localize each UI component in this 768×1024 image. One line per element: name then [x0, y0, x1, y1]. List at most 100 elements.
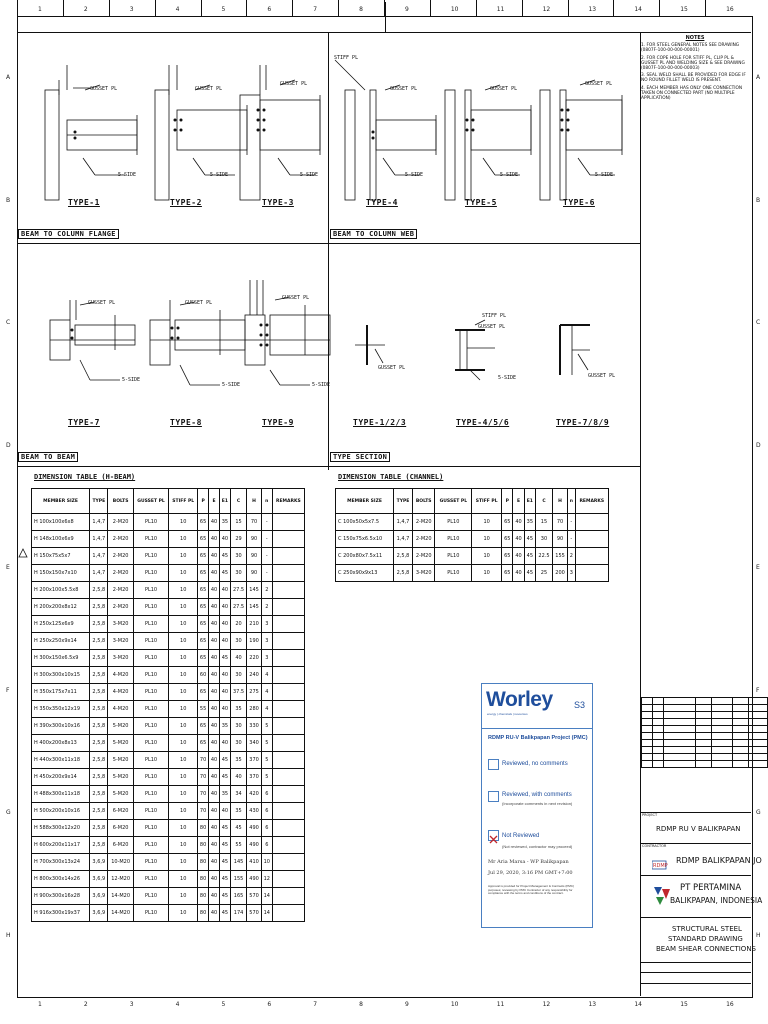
column-header: E1 [218, 488, 231, 514]
table-cell: 10 [168, 666, 199, 684]
table-cell: 65 [197, 530, 210, 548]
project-name: RDMP RU V BALIKPAPAN [656, 825, 741, 833]
table-cell [271, 853, 306, 871]
table-cell [271, 615, 306, 633]
callout-gusset: GUSSET PL [88, 300, 116, 306]
table-cell [271, 649, 306, 667]
table-cell: 1,4,7 [393, 530, 413, 548]
checkbox-not-reviewed[interactable] [488, 830, 499, 844]
table-cell: 490 [246, 819, 262, 837]
table-cell: H 450x200x9x14 [30, 768, 91, 786]
table-cell: 275 [246, 683, 262, 701]
table-cell: 45 [218, 751, 231, 769]
table-cell: H 250x250x9x14 [30, 632, 91, 650]
table-cell: 3,6,9 [89, 870, 109, 888]
table-cell: 2,5,8 [89, 785, 109, 803]
channel-table-title: DIMENSION TABLE (CHANNEL) [338, 473, 444, 481]
row-letter: E [6, 564, 10, 572]
table-cell: PL10 [132, 853, 170, 871]
table-cell: PL10 [132, 785, 170, 803]
table-cell: 370 [246, 768, 262, 786]
grid-tick [62, 0, 64, 16]
table-cell: 90 [246, 530, 262, 548]
column-header: MEMBER SIZE [30, 488, 91, 514]
column-number: 10 [450, 6, 459, 13]
grid-tick [384, 0, 385, 16]
table-cell: 40 [208, 785, 220, 803]
table-cell: 40 [512, 513, 525, 531]
type-label: TYPE-1 [68, 198, 100, 207]
table-cell: 2,5,8 [89, 581, 109, 599]
table-cell: 10 [168, 751, 199, 769]
table-cell: 25 [534, 564, 554, 582]
table-cell: H 350x350x12x19 [30, 700, 91, 718]
column-number: 4 [175, 6, 180, 13]
table-cell: PL10 [132, 836, 170, 854]
table-cell: 40 [208, 547, 220, 565]
revision-cell [641, 697, 653, 705]
column-number: 2 [83, 1001, 88, 1008]
revision-row [641, 753, 768, 761]
row-letter: H [6, 931, 11, 939]
table-cell: 65 [197, 683, 210, 701]
table-cell: H 300x150x6.5x9 [30, 649, 91, 667]
table-cell: 80 [197, 853, 210, 871]
column-header: REMARKS [271, 488, 306, 514]
revision-row [641, 760, 768, 768]
table-cell: 2,5,8 [89, 598, 109, 616]
revision-cell [731, 725, 750, 733]
table-cell [271, 513, 306, 531]
table-cell: H 400x200x8x13 [30, 734, 91, 752]
callout-gusset: GUSSET PL [280, 81, 308, 87]
divider [17, 32, 751, 33]
table-cell: 20 [229, 615, 248, 633]
table-cell: 2,5,8 [89, 649, 109, 667]
table-cell: 220 [246, 649, 262, 667]
grid-tick [108, 0, 110, 16]
type-label: TYPE-9 [262, 418, 294, 427]
table-cell: 5-M20 [107, 768, 134, 786]
table-cell: H 150x150x7x10 [30, 564, 91, 582]
column-number: 7 [313, 1001, 318, 1008]
table-cell [271, 802, 306, 820]
table-cell: 40 [208, 734, 220, 752]
table-cell: 35 [218, 785, 231, 803]
table-cell: 65 [197, 564, 210, 582]
column-number: 3 [129, 6, 134, 13]
table-cell: 65 [197, 598, 210, 616]
revision-row [641, 704, 768, 712]
callout-gusset: GUSSET PL [90, 86, 118, 92]
type-label: TYPE-2 [170, 198, 202, 207]
table-cell: 80 [197, 887, 210, 905]
callout-side: 5-SIDE [500, 172, 519, 178]
divider [17, 243, 640, 244]
table-cell: PL10 [132, 649, 170, 667]
table-cell: 40 [218, 666, 231, 684]
revision-cell [641, 732, 653, 740]
table-cell: 10 [168, 683, 199, 701]
table-cell: 6 [260, 836, 273, 854]
checkbox-reviewed-no-comments[interactable] [488, 759, 499, 770]
column-number: 10 [450, 1001, 459, 1008]
revision-cell [748, 753, 768, 761]
checkbox-reviewed-with-comments[interactable] [488, 791, 499, 802]
revision-cell [731, 697, 750, 705]
table-cell: 45 [218, 564, 231, 582]
table-cell: 3-M20 [411, 564, 436, 582]
table-cell: 40 [218, 734, 231, 752]
section-label-beam-to-beam: BEAM TO BEAM [18, 452, 79, 462]
column-number: 4 [175, 1001, 180, 1008]
table-cell [574, 547, 610, 565]
review-date: Jul 29, 2020, 3:16 PM GMT+7:00 [488, 870, 573, 876]
table-cell: 10 [168, 513, 199, 531]
table-cell: 65 [197, 615, 210, 633]
table-cell: 420 [246, 785, 262, 803]
table-cell: 35 [229, 751, 248, 769]
owner-name: PT PERTAMINA [680, 883, 742, 893]
